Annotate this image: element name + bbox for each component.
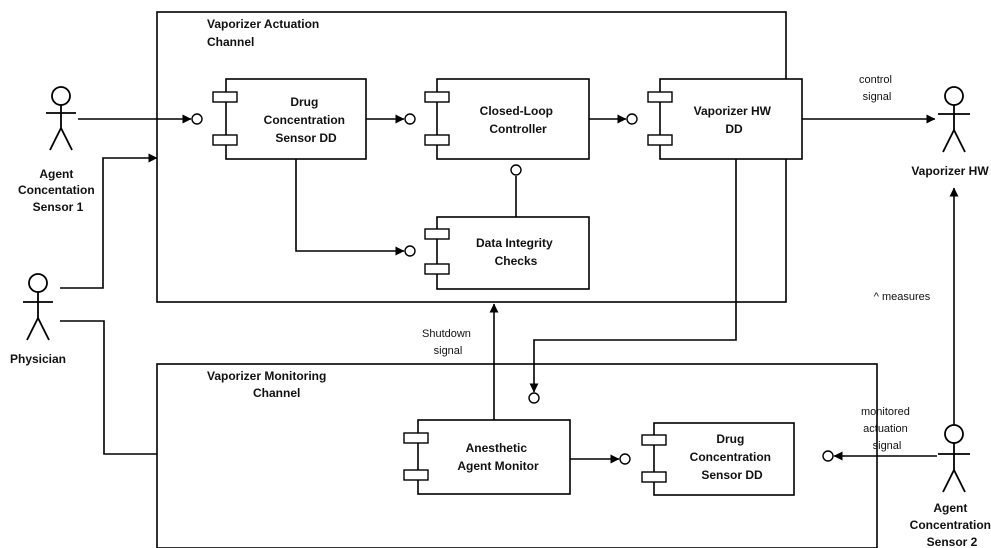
monitoring-channel-title: Vaporizer Monitoring Channel	[207, 369, 330, 400]
component-closed-loop-controller: Closed-Loop Controller	[404, 78, 590, 176]
component-icon	[424, 263, 450, 275]
provided-interface-icon	[822, 450, 834, 462]
actor-vaporizer-hw: Vaporizer HW	[911, 86, 989, 178]
component-icon	[641, 434, 667, 446]
monitored-signal-label: monitored actuation signal	[861, 406, 913, 452]
closed-loop-box	[436, 78, 590, 160]
component-drug-sensor-bottom: Drug Concentration Sensor DD	[619, 422, 834, 496]
anesthetic-monitor-label: Anesthetic Agent Monitor	[457, 441, 539, 473]
component-icon	[641, 471, 667, 483]
stick-figure-icon	[46, 86, 76, 151]
vaporizer-dd-label: Vaporizer HW DD	[694, 104, 775, 136]
physician-label: Physician	[10, 352, 66, 366]
physician-to-actuation-line	[60, 153, 158, 289]
component-icon	[403, 469, 429, 481]
closed-loop-label: Closed-Loop Controller	[480, 104, 557, 136]
actor-sensor-2: Agent Concentration Sensor 2	[910, 424, 991, 548]
component-icon	[424, 228, 450, 240]
provided-interface-icon	[191, 113, 203, 125]
stick-figure-icon	[23, 273, 53, 341]
provided-interface-icon	[404, 245, 416, 257]
provided-interface-icon	[510, 164, 522, 176]
component-icon	[403, 432, 429, 444]
component-vaporizer-hw-dd: Vaporizer HW DD	[626, 78, 803, 160]
measures-label: ^ measures	[874, 291, 931, 303]
provided-interface-icon	[619, 453, 631, 465]
sensor-2-label: Agent Concentration Sensor 2	[910, 501, 991, 548]
component-icon	[424, 134, 450, 146]
data-integrity-label: Data Integrity Checks	[476, 236, 556, 268]
stick-figure-icon	[938, 86, 970, 153]
component-icon	[647, 134, 673, 146]
stick-figure-icon	[938, 424, 970, 493]
drug-sensor-to-integrity-line	[295, 159, 405, 256]
connector-lines	[60, 114, 959, 464]
data-integrity-box	[436, 216, 590, 290]
control-signal-label: control signal	[859, 74, 895, 103]
component-data-integrity-checks: Data Integrity Checks	[404, 216, 590, 290]
drug-sensor-top-box	[225, 78, 367, 160]
provided-interface-icon	[404, 113, 416, 125]
provided-interface-icon	[626, 113, 638, 125]
physician-to-monitoring-line	[60, 320, 157, 455]
sensor-1-label: Agent Concentation Sensor 1	[18, 167, 98, 214]
vaporizer-dd-box	[659, 78, 803, 160]
provided-interface-icon	[528, 392, 540, 404]
actor-physician: Physician	[10, 273, 66, 366]
component-icon	[212, 91, 238, 103]
drug-sensor-bottom-box	[653, 422, 795, 496]
anesthetic-monitor-box	[417, 419, 571, 495]
vaporizer-dd-to-monitor-line	[529, 159, 737, 393]
component-icon	[212, 134, 238, 146]
drug-sensor-top-label: Drug Concentration Sensor DD	[264, 95, 349, 145]
component-drug-sensor-top: Drug Concentration Sensor DD	[191, 78, 367, 160]
component-icon	[424, 91, 450, 103]
actor-sensor-1: Agent Concentation Sensor 1	[18, 86, 98, 214]
shutdown-signal-label: Shutdown signal	[422, 328, 474, 357]
vaporizer-hw-label: Vaporizer HW	[911, 164, 989, 178]
drug-sensor-bottom-label: Drug Concentration Sensor DD	[690, 432, 775, 482]
component-icon	[647, 91, 673, 103]
actuation-channel-title: Vaporizer Actuation Channel	[207, 17, 323, 49]
component-anesthetic-agent-monitor: Anesthetic Agent Monitor	[403, 392, 571, 495]
